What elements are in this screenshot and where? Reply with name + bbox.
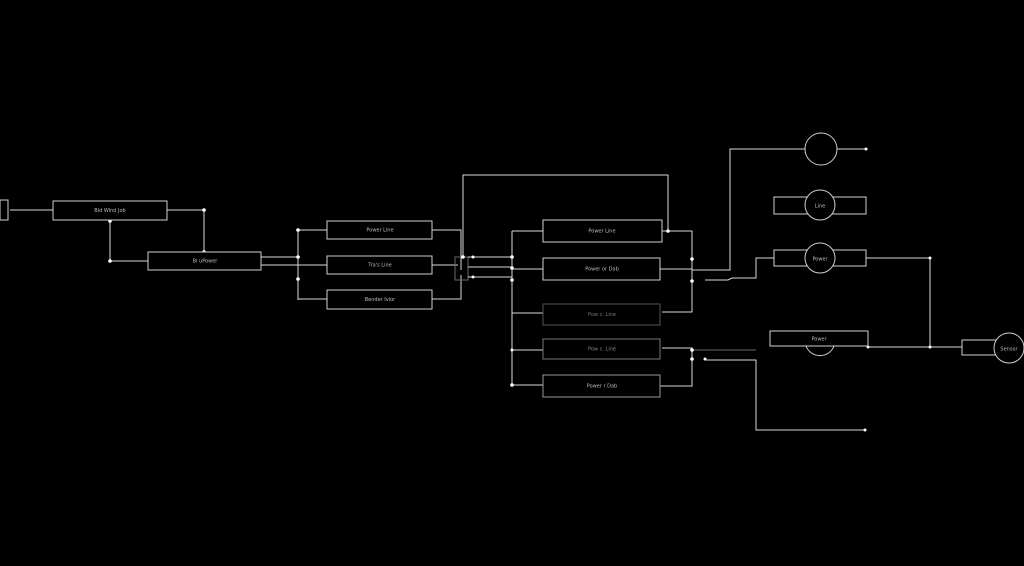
block-label: Bender Ivior	[365, 297, 396, 303]
block-label: Power	[811, 337, 827, 343]
block-label: Sensor	[1000, 347, 1018, 353]
block-b9[interactable]: Pow c. Line	[542, 338, 661, 360]
block-b8[interactable]: Pow c. Line	[542, 303, 661, 326]
block-b6[interactable]: Power Line	[542, 219, 663, 243]
input-block[interactable]	[0, 199, 9, 221]
block-label: Bl uPower	[193, 259, 219, 265]
motor-m3[interactable]: Power	[773, 242, 867, 274]
block-b11[interactable]: Power	[769, 330, 869, 357]
block-label: Power r Dab	[587, 384, 617, 390]
block-label: Pow c. Line	[588, 312, 616, 318]
block-b7[interactable]: Power or Dab	[542, 257, 661, 281]
block-b2[interactable]: Bl uPower	[147, 251, 262, 271]
block-label: Power or Dab	[585, 267, 619, 273]
block-b3[interactable]: Power Line	[326, 220, 433, 240]
block-b5[interactable]: Bender Ivior	[326, 289, 433, 310]
motor-m2[interactable]: Line	[773, 189, 867, 221]
block-label: Pow c. Line	[588, 347, 616, 353]
block-label: Power Line	[366, 228, 393, 234]
block-b1[interactable]: Bld Wind Job	[52, 200, 168, 221]
motor-m4[interactable]: Sensor	[961, 332, 1024, 364]
dots	[108, 147, 932, 432]
block-label: Line	[815, 204, 825, 210]
motor-m1[interactable]	[804, 132, 838, 166]
connectors	[0, 148, 962, 431]
block-label: Bld Wind Job	[94, 208, 125, 214]
blocks[interactable]: Bld Wind Job Bl uPower Power Line Tra's …	[0, 132, 1024, 398]
block-b10[interactable]: Power r Dab	[542, 374, 661, 398]
block-b4[interactable]: Tra's Line	[326, 255, 433, 275]
block-label: Power	[812, 257, 828, 263]
block-label: Tra's Line	[367, 263, 391, 269]
block-label: Power Line	[588, 229, 615, 235]
